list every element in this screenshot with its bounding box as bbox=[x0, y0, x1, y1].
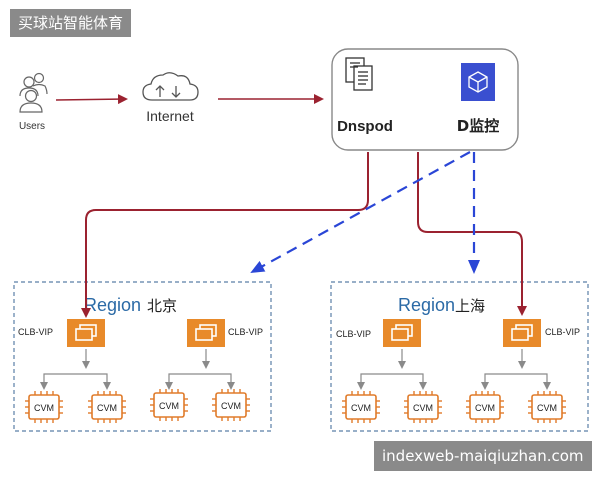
clb-icon[interactable] bbox=[382, 318, 422, 348]
clb-icon[interactable] bbox=[502, 318, 542, 348]
bottom-url-banner: indexweb-maiqiuzhan.com bbox=[374, 441, 592, 471]
clb-label: CLB-VIP bbox=[545, 327, 580, 337]
clb-label: CLB-VIP bbox=[18, 327, 53, 337]
cvm-label: CVM bbox=[537, 403, 557, 413]
clb-to-cvm-connectors bbox=[40, 349, 551, 390]
route-dns-to-beijing bbox=[81, 152, 369, 318]
dmonitor-label: D监控 bbox=[457, 117, 499, 135]
monitor-to-beijing-dashed bbox=[250, 151, 471, 273]
cvm-label: CVM bbox=[34, 403, 54, 413]
users-icon bbox=[19, 72, 48, 113]
clb-icon[interactable] bbox=[186, 318, 226, 348]
region-shanghai-title-en: Region bbox=[398, 295, 455, 315]
cvm-label: CVM bbox=[413, 403, 433, 413]
monitor-cube-icon bbox=[461, 63, 495, 101]
route-dns-to-shanghai bbox=[417, 152, 527, 316]
region-shanghai-box bbox=[330, 281, 589, 432]
clb-icon[interactable] bbox=[66, 318, 106, 348]
users-label: Users bbox=[19, 121, 45, 132]
region-beijing-title-en: Region bbox=[84, 295, 141, 315]
cvm-label: CVM bbox=[97, 403, 117, 413]
cloud-icon bbox=[142, 72, 199, 101]
top-watermark-banner: 买球站智能体育 bbox=[10, 9, 132, 37]
clb-label: CLB-VIP bbox=[336, 329, 371, 339]
cvm-label: CVM bbox=[351, 403, 371, 413]
cvm-label: CVM bbox=[159, 401, 179, 411]
region-beijing-title: Region 北京 bbox=[84, 295, 177, 315]
region-shanghai-title-cn: 上海 bbox=[455, 297, 485, 315]
internet-label: Internet bbox=[146, 108, 194, 124]
region-beijing-box bbox=[13, 281, 272, 432]
users-to-internet-arrow bbox=[55, 94, 128, 105]
cvm-label: CVM bbox=[221, 401, 241, 411]
document-icon bbox=[345, 57, 373, 91]
region-shanghai-title: Region上海 bbox=[398, 295, 485, 315]
region-beijing-title-cn: 北京 bbox=[147, 297, 177, 315]
cvm-label: CVM bbox=[475, 403, 495, 413]
dnspod-label: Dnspod bbox=[337, 118, 393, 135]
clb-label: CLB-VIP bbox=[228, 327, 263, 337]
